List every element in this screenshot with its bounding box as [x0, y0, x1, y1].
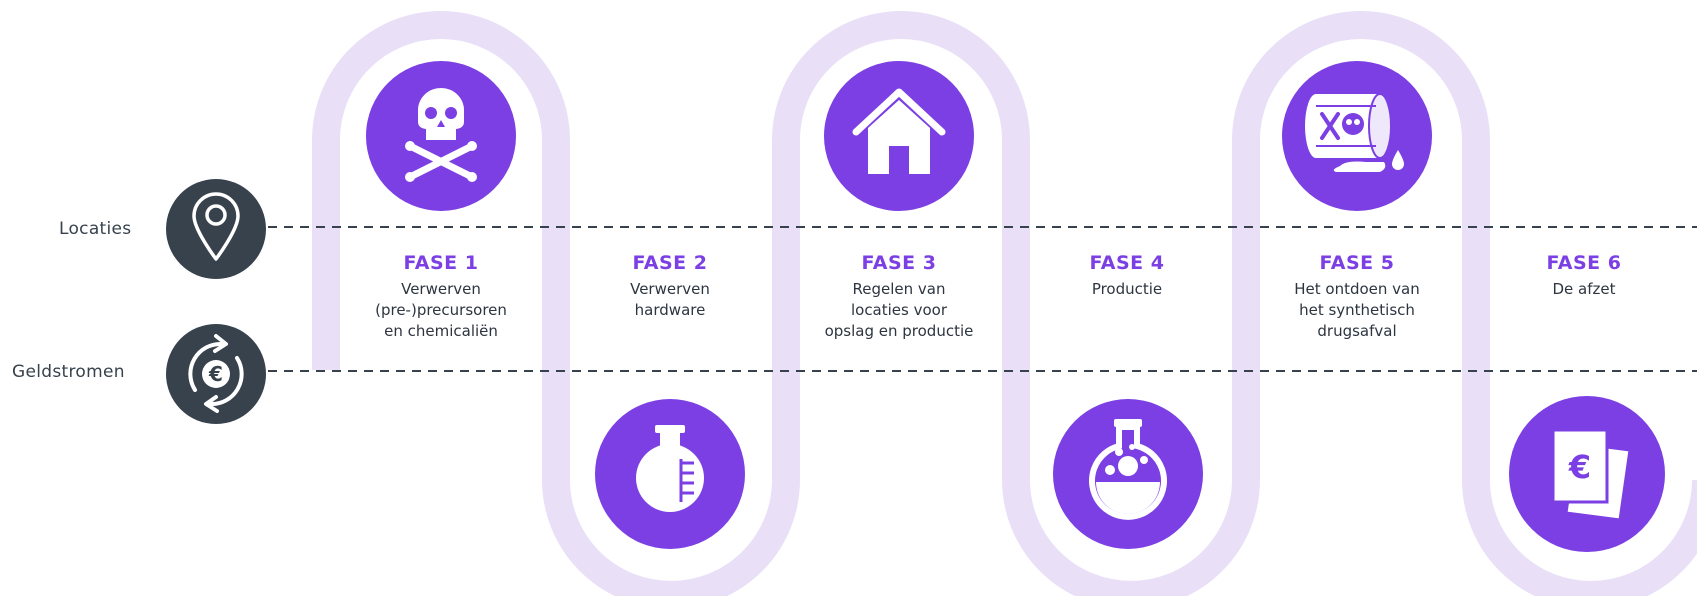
- toxic-barrel-icon: [1282, 61, 1432, 211]
- bubbling-flask-icon: [1053, 399, 1203, 549]
- phase-3-title: FASE 3: [861, 252, 937, 274]
- phase-2-title: FASE 2: [632, 252, 708, 274]
- svg-text:€: €: [208, 362, 223, 386]
- locaties-label: Locaties: [59, 219, 132, 239]
- process-track: [312, 11, 1697, 596]
- phase-1-title: FASE 1: [403, 252, 479, 274]
- geldstromen-label: Geldstromen: [12, 362, 125, 382]
- round-flask-icon: [595, 399, 745, 549]
- svg-text:€: €: [1568, 448, 1591, 486]
- location-pin-icon: [166, 179, 266, 279]
- euro-cycle-icon: €: [166, 324, 266, 424]
- phase-4-title: FASE 4: [1089, 252, 1165, 274]
- phase-6: FASE 6 De afzet: [1489, 252, 1679, 300]
- house-icon: [824, 61, 974, 211]
- euro-banknotes-icon: €: [1509, 396, 1665, 552]
- phase-4: FASE 4 Productie: [1032, 252, 1222, 300]
- phase-5-title: FASE 5: [1319, 252, 1395, 274]
- phase-6-title: FASE 6: [1546, 252, 1622, 274]
- phase-4-description: Productie: [1091, 280, 1163, 298]
- phase-6-description: De afzet: [1552, 280, 1616, 298]
- skull-crossbones-icon: [366, 61, 516, 211]
